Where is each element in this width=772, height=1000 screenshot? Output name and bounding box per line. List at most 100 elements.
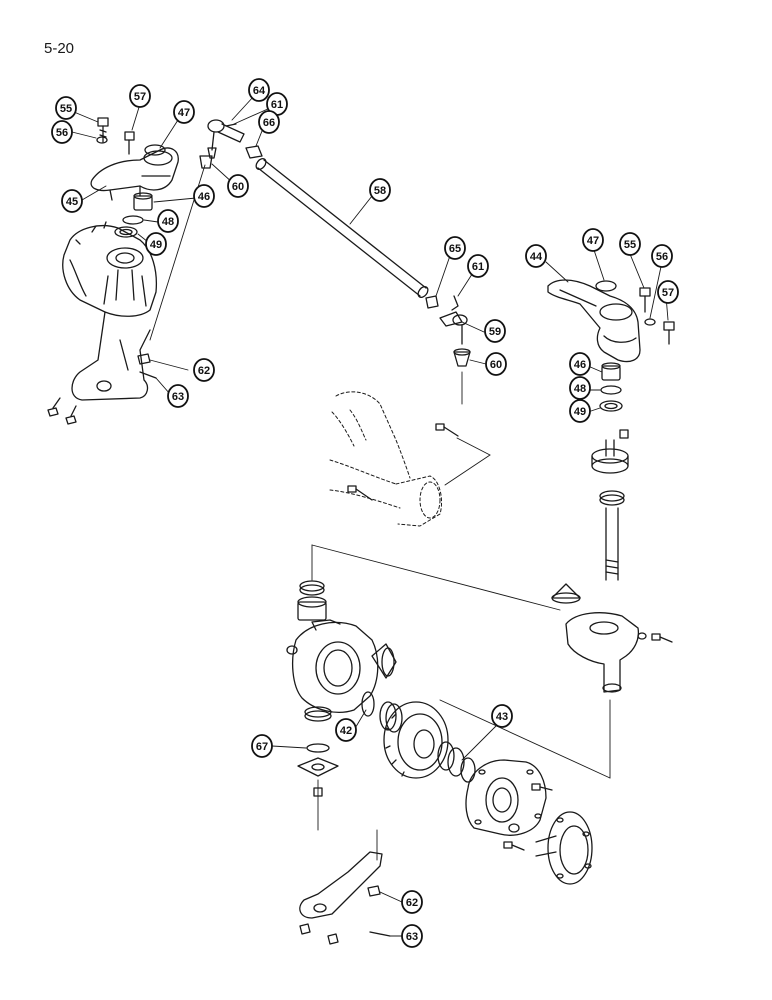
- hub-bolts: [503, 783, 553, 851]
- tie-rod-tube: [255, 158, 429, 298]
- callout-circle: [129, 84, 151, 108]
- callout-c59: 59: [484, 319, 506, 343]
- gear-bevel-left: [371, 643, 397, 679]
- callout-number: 45: [66, 196, 78, 208]
- callout-circle: [61, 189, 83, 213]
- lower-bracket-bolts: [299, 923, 339, 945]
- callout-number: 47: [587, 235, 599, 247]
- callout-number: 55: [624, 239, 636, 251]
- plug-47-left: [144, 144, 166, 156]
- callout-circle: [51, 120, 73, 144]
- right-housing-bolt: [637, 632, 673, 643]
- callout-number: 56: [656, 251, 668, 263]
- callout-c55a: 55: [55, 96, 77, 120]
- callout-circle: [335, 718, 357, 742]
- callout-circle: [55, 96, 77, 120]
- callout-c43: 43: [491, 704, 513, 728]
- right-swivel-housing: [565, 612, 640, 693]
- callout-c56a: 56: [51, 120, 73, 144]
- nut-62-left: [137, 353, 151, 365]
- callout-c44: 44: [525, 244, 547, 268]
- callout-c46b: 46: [569, 352, 591, 376]
- callout-number: 49: [150, 239, 162, 251]
- callout-c48a: 48: [157, 209, 179, 233]
- bolt-57-left: [124, 131, 135, 155]
- callout-number: 46: [574, 359, 586, 371]
- callout-circle: [484, 319, 506, 343]
- ring-gear: [383, 701, 449, 779]
- callout-circle: [227, 174, 249, 198]
- callout-number: 49: [574, 406, 586, 418]
- callout-circle: [569, 376, 591, 400]
- dust-boot-60-right: [453, 348, 471, 367]
- callout-c66: 66: [258, 110, 280, 134]
- oring-48-right: [600, 385, 622, 395]
- nut-62-lower: [367, 885, 381, 897]
- pin-63-lower: [369, 931, 391, 937]
- bearing-left-of-gear: [379, 701, 403, 733]
- grease-fitting: [313, 787, 323, 797]
- callout-number: 64: [253, 85, 266, 97]
- kingpin-bearing: [599, 490, 625, 506]
- callout-circle: [193, 184, 215, 208]
- callout-circle: [485, 352, 507, 376]
- tie-rod-end-64: [207, 119, 245, 159]
- callout-c49b: 49: [569, 399, 591, 423]
- callout-circle: [248, 78, 270, 102]
- assembly-lines: [149, 164, 611, 861]
- callout-circle: [569, 399, 591, 423]
- bushing-upper: [297, 596, 327, 621]
- left-bracket-bolts: [47, 397, 77, 425]
- left-steering-arm: [90, 147, 179, 201]
- callout-circle: [651, 244, 673, 268]
- bearing-lower-left: [304, 706, 332, 722]
- callout-c60b: 60: [485, 352, 507, 376]
- callout-c47a: 47: [173, 100, 195, 124]
- callout-c63b: 63: [401, 924, 423, 948]
- left-lower-swivel-housing: [286, 619, 379, 713]
- callout-c56b: 56: [651, 244, 673, 268]
- callout-circle: [525, 244, 547, 268]
- callout-number: 59: [489, 326, 501, 338]
- callout-c55b: 55: [619, 232, 641, 256]
- bearing-set-43: [437, 741, 476, 783]
- kingpin-shaft: [605, 507, 619, 581]
- callout-c57a: 57: [129, 84, 151, 108]
- callout-number: 62: [406, 897, 418, 909]
- left-lower-bracket-2: [299, 851, 383, 919]
- callout-circle: [258, 110, 280, 134]
- callout-c46a: 46: [193, 184, 215, 208]
- callout-circle: [145, 232, 167, 256]
- callout-number: 56: [56, 127, 68, 139]
- bearing-cup-upper: [299, 580, 325, 596]
- hub-carrier: [465, 759, 547, 836]
- cotter-pin-61-top: [225, 123, 237, 127]
- callout-c61b: 61: [467, 254, 489, 278]
- callout-number: 48: [574, 383, 586, 395]
- callout-circle: [569, 352, 591, 376]
- callout-c63a: 63: [167, 384, 189, 408]
- callout-circle: [157, 209, 179, 233]
- plug-47-right: [595, 280, 617, 292]
- callout-number: 48: [162, 216, 174, 228]
- callout-number: 55: [60, 103, 72, 115]
- callout-circle: [444, 236, 466, 260]
- callout-c62a: 62: [193, 358, 215, 382]
- callout-c49a: 49: [145, 232, 167, 256]
- oring-48-left: [122, 215, 144, 225]
- callout-number: 61: [472, 261, 484, 273]
- callout-number: 57: [662, 287, 674, 299]
- callout-circle: [491, 704, 513, 728]
- gear-bevel-right: [551, 583, 581, 604]
- callout-circle: [369, 178, 391, 202]
- callout-number: 46: [198, 191, 210, 203]
- nut-66: [245, 145, 263, 159]
- snap-ring-42: [361, 691, 375, 717]
- callout-number: 67: [256, 741, 268, 753]
- bolt-55-right: [639, 287, 651, 313]
- callout-number: 61: [271, 99, 283, 111]
- callout-circle: [657, 280, 679, 304]
- callout-c47b: 47: [582, 228, 604, 252]
